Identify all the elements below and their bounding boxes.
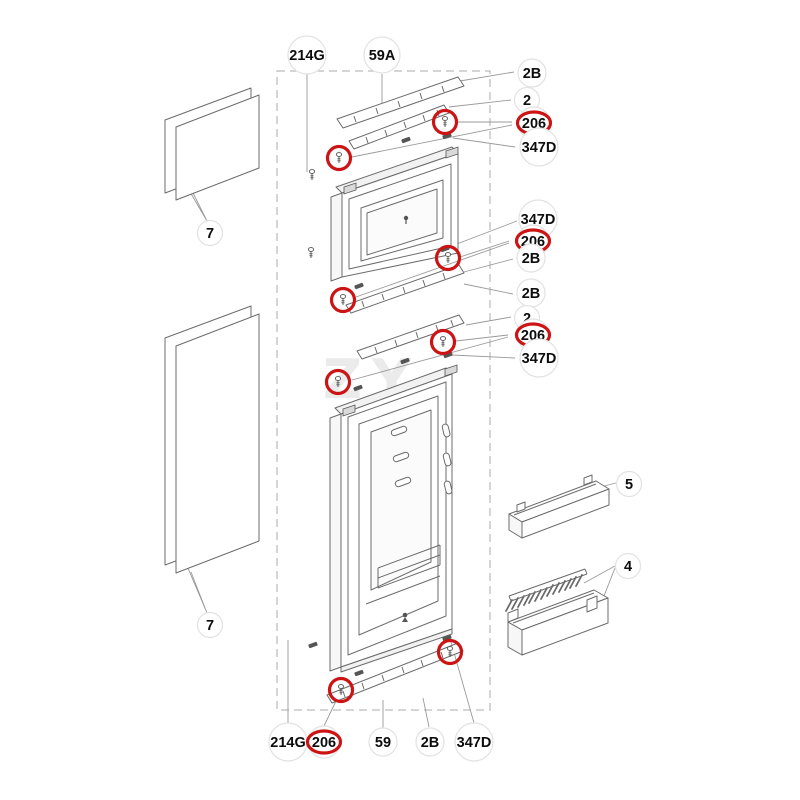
bottle-shelf-4-drawing <box>505 568 609 656</box>
screw-icon <box>334 376 342 387</box>
highlight-circle-screw <box>327 676 355 704</box>
part-balloon-2b-mid: 2B <box>516 243 546 273</box>
freezer-door-drawing <box>330 146 459 282</box>
part-label-347d-mid: 347D <box>521 212 556 228</box>
part-label-2b-bottom: 2B <box>421 735 440 751</box>
part-label-2b-mid: 2B <box>522 251 541 267</box>
part-balloon-206-bottom: 206 <box>305 725 343 759</box>
freezer-door-lock-icon <box>403 215 409 224</box>
bottle-retainer-comb <box>505 568 588 612</box>
screw-icon <box>446 646 454 657</box>
clip-icon <box>401 136 411 144</box>
part-balloon-347d-top: 347D <box>519 127 559 167</box>
clip-icon <box>443 351 453 359</box>
part-balloon-7-top: 7 <box>196 219 224 247</box>
clip-icon <box>400 357 410 365</box>
part-label-2b-low: 2B <box>522 286 541 302</box>
highlight-circle-screw <box>324 368 352 396</box>
part-balloon-59: 59 <box>368 727 398 757</box>
clip-icon <box>442 634 452 642</box>
part-balloon-2b-bottom: 2B <box>415 727 445 757</box>
bottle-shelf-bin <box>507 589 609 656</box>
part-balloon-2b-low: 2B <box>516 278 546 308</box>
door-shelf-5-drawing <box>508 474 610 539</box>
part-balloon-7-bottom: 7 <box>196 611 224 639</box>
clip-icon <box>442 132 452 140</box>
freezer-top-trim-strips <box>336 76 465 150</box>
clip-icon <box>308 641 318 649</box>
highlight-circle-screw <box>434 244 462 272</box>
part-balloon-347d-bottom: 347D <box>454 722 494 762</box>
highlight-circle-screw <box>429 328 457 356</box>
fridge-door-hinge-right <box>444 364 458 377</box>
fridge-door-drawing <box>329 364 458 673</box>
highlight-circle-screw <box>329 286 357 314</box>
screw-icon <box>439 336 447 347</box>
highlight-circle-label <box>305 729 343 755</box>
clip-icon <box>354 669 364 677</box>
screw-icon <box>308 169 316 180</box>
part-balloon-2b-top: 2B <box>517 58 547 88</box>
lower-compartment-lines <box>365 544 441 605</box>
screw-icon <box>339 294 347 305</box>
part-label-214g-bottom: 214G <box>270 735 305 751</box>
part-label-2b-top: 2B <box>523 66 542 82</box>
leader-lines <box>175 71 617 728</box>
part-label-2-top: 2 <box>523 93 531 109</box>
fridge-door-hinge-left <box>342 404 356 417</box>
part-label-5: 5 <box>625 477 633 493</box>
part-label-206-bottom: 206 <box>312 735 336 751</box>
part-label-7-top: 7 <box>206 226 214 242</box>
freezer-door-hinge-left <box>343 182 357 195</box>
outer-door-panels-top <box>164 87 260 201</box>
part-label-347d-top: 347D <box>522 140 557 156</box>
part-label-347d-bottom: 347D <box>457 735 492 751</box>
part-label-7-bottom: 7 <box>206 618 214 634</box>
part-balloon-347d-low: 347D <box>519 338 559 378</box>
part-balloon-214g-top: 214G <box>287 35 327 75</box>
bottom-trim-strip <box>326 642 464 704</box>
part-balloon-5: 5 <box>615 470 643 498</box>
clip-icon <box>353 384 363 392</box>
part-balloon-59a: 59A <box>363 36 401 74</box>
fridge-door-lock-icon <box>402 612 408 622</box>
part-balloon-214g-bottom: 214G <box>268 722 308 762</box>
mid-trim-strips <box>345 264 465 360</box>
highlight-circle-screw <box>436 638 464 666</box>
freezer-door-hinge-right <box>445 146 459 159</box>
fastener-icons <box>307 116 454 695</box>
screw-icon <box>307 247 315 258</box>
highlight-circles <box>324 108 464 704</box>
screw-icon <box>441 116 449 127</box>
part-label-59: 59 <box>375 735 391 751</box>
clip-icon <box>354 282 364 290</box>
screw-icon <box>444 252 452 263</box>
part-balloon-4: 4 <box>614 552 642 580</box>
highlight-circle-screw <box>325 144 353 172</box>
part-label-347d-low: 347D <box>522 351 557 367</box>
screw-icon <box>337 684 345 695</box>
screw-icon <box>335 152 343 163</box>
part-label-59a: 59A <box>369 48 396 64</box>
liner-shelf-slots <box>390 423 453 495</box>
highlight-circle-screw <box>431 108 459 136</box>
part-label-4: 4 <box>624 559 632 575</box>
outer-door-panels-bottom <box>164 305 260 574</box>
part-label-214g-top: 214G <box>289 48 324 64</box>
part-label-2-low: 2 <box>523 311 531 327</box>
